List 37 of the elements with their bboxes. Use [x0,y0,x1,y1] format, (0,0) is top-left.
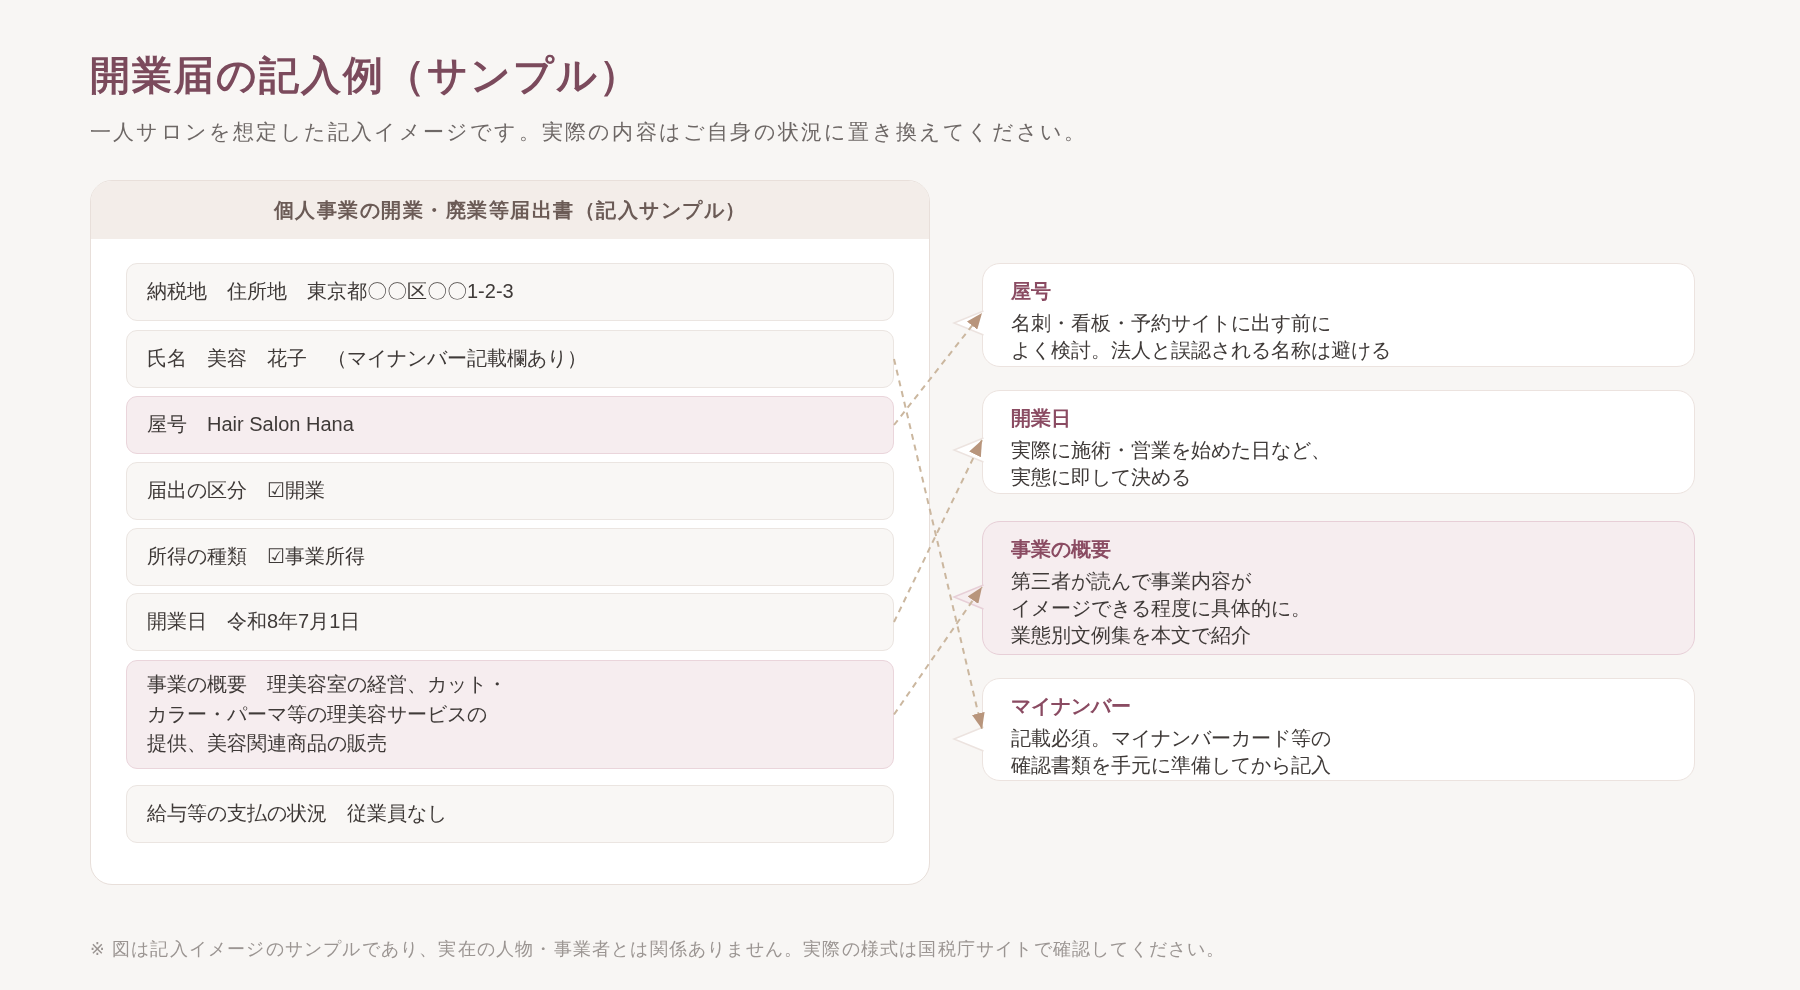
field-text: 氏名 美容 花子 （マイナンバー記載欄あり） [147,346,587,372]
form-row [126,593,894,651]
dashed-arrow [893,439,983,623]
callout-card [982,263,1695,367]
form-row [126,330,894,388]
dashed-arrow [893,312,983,426]
form-heading: 個人事業の開業・廃業等届出書（記入サンプル） [91,181,929,239]
form-row [126,462,894,520]
form-row [126,396,894,454]
callout-card [982,678,1695,781]
form-panel [90,180,930,885]
callout-title: マイナンバー [1011,694,1132,719]
callout-title: 事業の概要 [1011,537,1112,562]
dashed-arrow [893,358,985,730]
callout-card [982,521,1695,655]
field-text: 事業の概要 理美容室の経営、カット・カラー・パーマ等の理美容サービスの提供、美容関連商品の販売 [147,672,507,757]
callout-text: 記載必須。マイナンバーカード等の確認書類を手元に準備してから記入 [1011,726,1331,778]
form-row [126,660,894,769]
callout-title: 開業日 [1011,406,1072,431]
subtitle: 一人サロンを想定した記入イメージです。実際の内容はご自身の状況に置き換えてください。 [90,119,1088,145]
callout-title: 屋号 [1011,279,1052,304]
form-row [126,263,894,321]
page-title: 開業届の記入例（サンプル） [90,51,641,99]
callout-text: 名刺・看板・予約サイトに出す前によく検討。法人と誤認される名称は避ける [1011,311,1391,363]
callout-text: 実際に施術・営業を始めた日など、実態に即して決める [1011,438,1331,490]
form-row [126,528,894,586]
dashed-arrow [893,586,983,716]
callout-text: 第三者が読んで事業内容がイメージできる程度に具体的に。業態別文例集を本文で紹介 [1011,569,1311,648]
field-text: 給与等の支払の状況 従業員なし [147,801,447,827]
callout-card [982,390,1695,494]
field-text: 開業日 令和8年7月1日 [147,609,361,635]
field-text: 屋号 Hair Salon Hana [147,412,354,438]
field-text: 届出の区分 ☑開業 [147,478,325,504]
footnote: ※ 図は記入イメージのサンプルであり、実在の人物・事業者とは関係ありません。実際の様式は国税庁サイトで確認してください。 [90,938,1226,961]
form-row [126,785,894,843]
field-text: 所得の種類 ☑事業所得 [147,544,365,570]
field-text: 納税地 住所地 東京都〇〇区〇〇1-2-3 [147,279,514,305]
